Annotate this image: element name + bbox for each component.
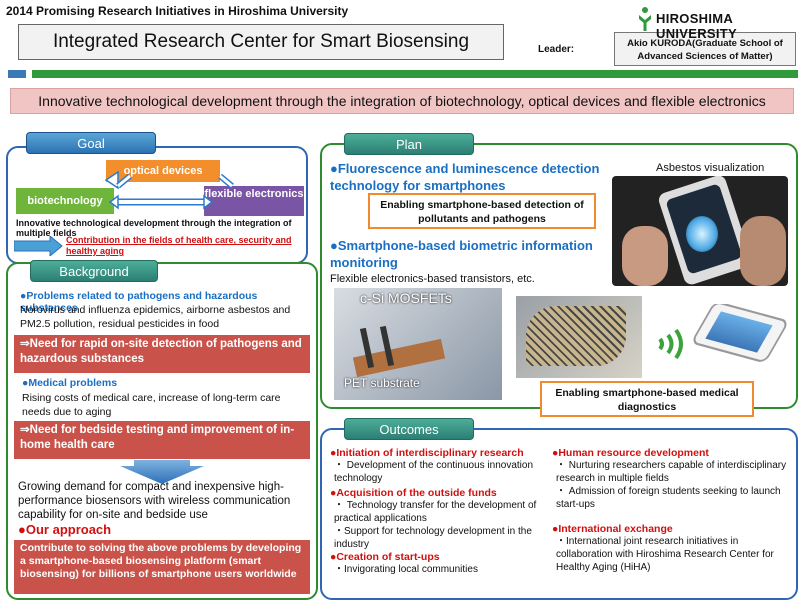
bg-text-pathogens: Norovirus and influenza epidemics, airbo… <box>20 304 291 330</box>
page-title: Integrated Research Center for Smart Bio… <box>18 24 504 60</box>
outcomes-left-column: ●Initiation of interdisciplinary researc… <box>330 447 548 576</box>
outcome-item: ・Invigorating local communities <box>334 564 478 575</box>
plan-heading-biometric: ●Smartphone-based biometric information … <box>330 238 593 270</box>
outcome-heading-hr: ●Human resource development <box>552 447 709 459</box>
approach-box: Contribute to solving the above problems… <box>14 540 310 594</box>
bg-heading-medical: ●Medical problems <box>22 377 118 389</box>
leader-label: Leader: <box>538 44 575 55</box>
outcome-heading-funds: ●Acquisition of the outside funds <box>330 487 497 499</box>
logo-icon <box>639 7 651 31</box>
mosfet-photo: c-Si MOSFETs PET substrate <box>334 288 502 400</box>
approach-heading: ●Our approach <box>18 522 112 537</box>
outcome-item: ・ Technology transfer for the developmen… <box>334 500 537 524</box>
outcome-heading-startups: ●Creation of start-ups <box>330 551 440 563</box>
banner: Innovative technological development thr… <box>10 88 794 114</box>
tab-background: Background <box>30 260 158 282</box>
university-logo: HIROSHIMA UNIVERSITY <box>636 6 801 41</box>
goal-contribution: Contribution in the fields of health car… <box>66 235 292 256</box>
smartphone-icon <box>690 304 790 368</box>
tab-goal: Goal <box>26 132 156 154</box>
tab-plan: Plan <box>344 133 474 155</box>
wireless-signal-icon <box>658 328 683 360</box>
outcome-item: ・Support for technology development in t… <box>334 526 532 550</box>
goal-arrows <box>104 170 234 210</box>
bg-text-medical: Rising costs of medical care, increase o… <box>22 392 281 418</box>
goal-caption: Innovative technological development thr… <box>16 218 292 238</box>
program-label: 2014 Promising Research Initiatives in H… <box>6 4 349 18</box>
outcome-heading-international: ●International exchange <box>552 523 673 535</box>
plan-heading-fluorescence: ●Fluorescence and luminescence detection… <box>330 161 600 193</box>
node-biotechnology: biotechnology <box>16 188 114 214</box>
outcomes-right-column: ●Human resource development ・ Nurturing … <box>552 447 792 574</box>
bg-demand-text: Growing demand for compact and inexpensi… <box>18 481 291 521</box>
outcome-item: ・ Nurturing researchers capable of inter… <box>556 460 787 484</box>
logo-text: HIROSHIMA UNIVERSITY <box>656 11 738 41</box>
asbestos-label: Asbestos visualization <box>656 162 765 174</box>
tab-outcomes: Outcomes <box>344 418 474 440</box>
arrow-right-icon <box>14 236 63 256</box>
need-box-2: ⇒Need for bedside testing and improvemen… <box>14 421 310 459</box>
flexible-circuit-photo <box>516 296 642 378</box>
outcome-heading-interdisciplinary: ●Initiation of interdisciplinary researc… <box>330 447 524 459</box>
need-box-1: ⇒Need for rapid on-site detection of pat… <box>14 335 310 373</box>
node-optical-devices: optical devices <box>106 160 220 182</box>
background-panel <box>6 262 318 600</box>
outcomes-panel <box>320 428 798 600</box>
plan-sub-transistors: Flexible electronics-based transistors, … <box>330 273 535 285</box>
plan-box-diagnostics: Enabling smartphone-based medical diagno… <box>540 381 754 417</box>
accent-bar-green <box>32 70 798 78</box>
mosfet-label: c-Si MOSFETs <box>360 290 452 306</box>
pet-label: PET substrate <box>344 376 420 390</box>
accent-bar-blue <box>8 70 26 78</box>
node-flexible-electronics: flexible electronics <box>204 186 304 216</box>
arrow-down-icon <box>120 460 204 484</box>
leader-name: Akio KURODA(Graduate School of Advanced … <box>614 32 796 66</box>
bg-heading-pathogens: ●Problems related to pathogens and hazar… <box>20 290 258 314</box>
asbestos-photo <box>612 176 788 286</box>
outcome-item: ・ Development of the continuous innovati… <box>334 460 534 484</box>
outcome-item: ・ Admission of foreign students seeking … <box>556 486 781 510</box>
outcome-item: ・International joint research initiative… <box>556 536 774 573</box>
plan-box-detection: Enabling smartphone-based detection of p… <box>368 193 596 229</box>
